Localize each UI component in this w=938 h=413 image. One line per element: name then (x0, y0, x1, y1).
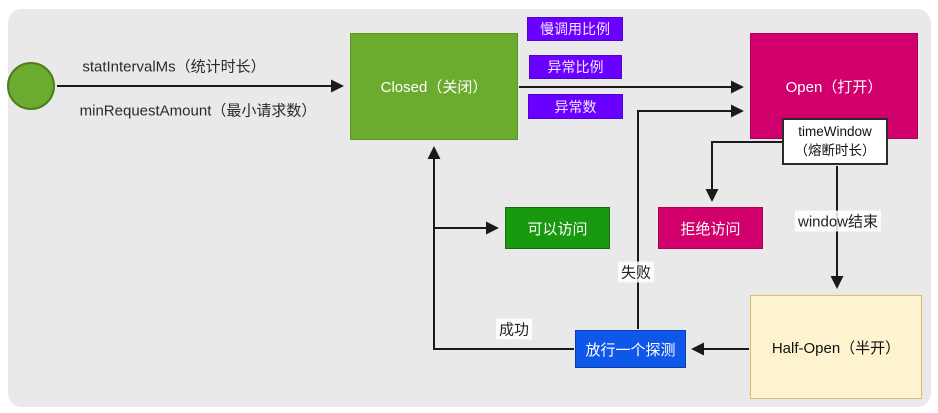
time-window-name: timeWindow (798, 124, 872, 140)
time-window-desc: （熔断时长） (794, 142, 876, 158)
half-open-state-label: Half-Open（半开） (771, 339, 901, 357)
open-state-label: Open（打开） (785, 78, 883, 96)
edge-label-fail: 失败 (617, 261, 655, 283)
closed-state-label: Closed（关闭） (380, 79, 488, 96)
can-access-label: 可以访问 (527, 220, 588, 238)
edge-probe-success-to-closed (427, 146, 574, 350)
start-state-node (7, 62, 55, 110)
edge-label-min-request: minRequestAmount（最小请求数） (79, 102, 317, 120)
reject-access-node: 拒绝访问 (658, 207, 763, 249)
release-probe-label: 放行一个探测 (585, 341, 676, 359)
rule-slow-call-ratio: 慢调用比例 (527, 17, 623, 41)
edge-label-window-end: window结束 (794, 210, 882, 232)
rule-exception-ratio-label: 异常比例 (547, 59, 604, 75)
edge-label-success: 成功 (495, 318, 533, 340)
edge-label-stat-interval: statIntervalMs（统计时长） (82, 58, 266, 76)
rule-exception-count-label: 异常数 (554, 98, 597, 115)
edge-probe-fail-to-open (637, 104, 744, 329)
half-open-state-node: Half-Open（半开） (750, 295, 922, 399)
time-window-node: timeWindow （熔断时长） (782, 118, 888, 165)
closed-state-node: Closed（关闭） (350, 33, 518, 140)
can-access-node: 可以访问 (505, 207, 610, 249)
release-probe-node: 放行一个探测 (575, 330, 686, 368)
rule-slow-call-ratio-label: 慢调用比例 (540, 21, 610, 37)
reject-access-label: 拒绝访问 (680, 220, 741, 238)
rule-exception-count: 异常数 (528, 94, 623, 119)
edge-open-to-reject (705, 141, 802, 202)
rule-exception-ratio: 异常比例 (529, 55, 622, 79)
